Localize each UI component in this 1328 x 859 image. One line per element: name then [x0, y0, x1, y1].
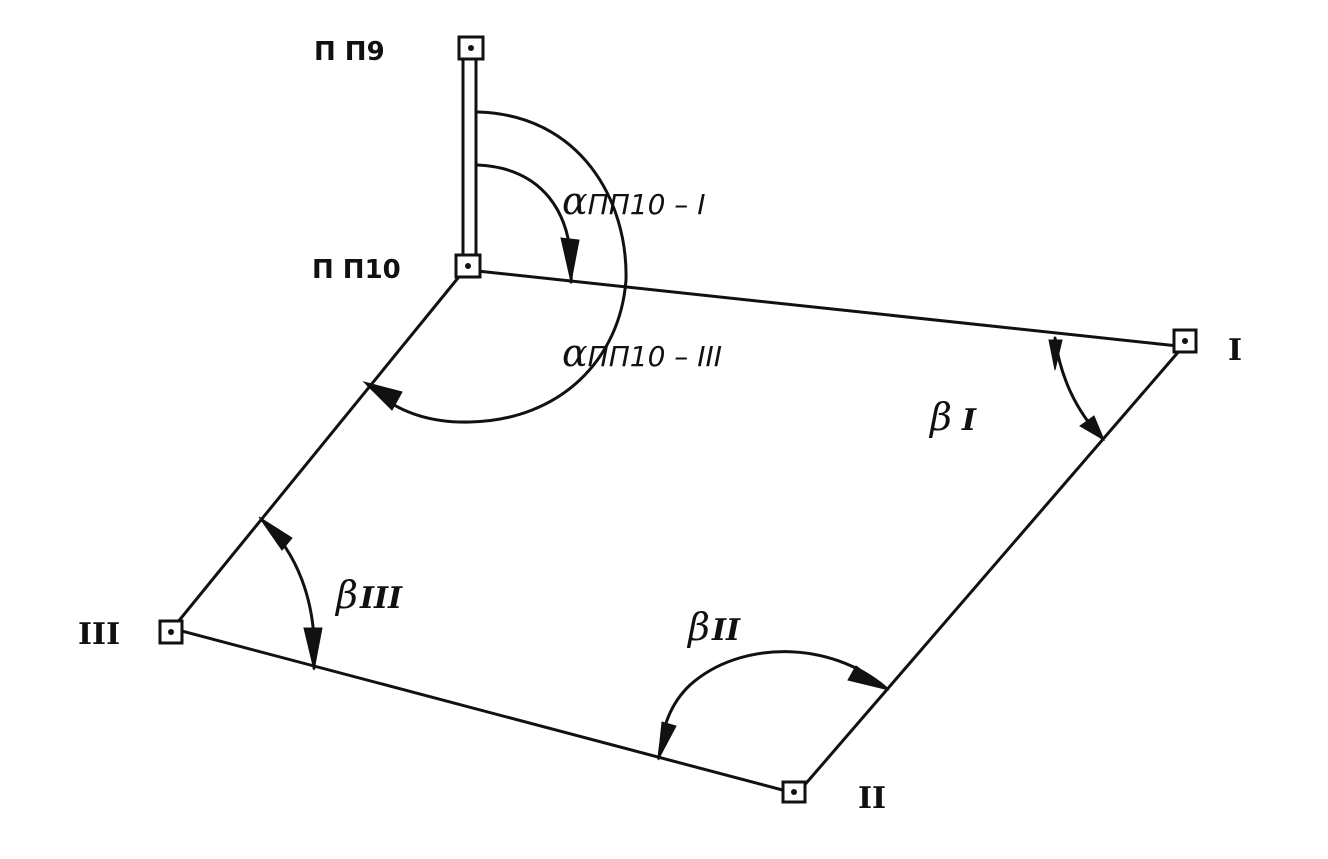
label-pp10: П П10	[312, 255, 401, 285]
marker-point-3	[158, 619, 184, 645]
alpha-pp10-1-subscript: ПП10 – I	[588, 188, 706, 221]
beta-3-subscript: III	[359, 581, 403, 616]
label-pp9: П П9	[314, 37, 385, 67]
label-alpha-pp10-3: αПП10 – III	[562, 331, 722, 375]
beta-symbol-1: β	[928, 395, 952, 439]
angle-arc-beta-1	[1048, 336, 1106, 442]
marker-point-1	[1172, 328, 1198, 354]
angle-arc-alpha-pp10-3	[362, 110, 628, 424]
marker-point-2	[781, 780, 807, 804]
label-point-3: III	[78, 617, 120, 652]
marker-pp9	[457, 35, 485, 61]
beta-symbol-3: β	[334, 573, 358, 617]
side-3-pp10	[171, 276, 460, 630]
beta-symbol-2: β	[686, 605, 710, 649]
label-alpha-pp10-1: αПП10 – I	[562, 179, 705, 223]
label-beta-3: βIII	[334, 573, 403, 617]
side-2-3	[176, 628, 792, 794]
side-pp10-1	[466, 268, 1180, 348]
label-point-2: II	[858, 781, 886, 816]
angle-arc-beta-3	[258, 516, 323, 671]
beta-2-subscript: II	[711, 613, 741, 648]
traverse-polygon	[171, 268, 1182, 794]
label-beta-2: βII	[686, 605, 741, 649]
alpha-symbol: α	[562, 179, 588, 223]
beta-1-subscript: I	[961, 403, 977, 438]
alpha-symbol-2: α	[562, 331, 588, 375]
baseline-pp9-pp10	[461, 53, 478, 264]
label-point-1: I	[1228, 333, 1242, 368]
angle-arc-beta-2	[657, 650, 890, 761]
side-1-2	[800, 348, 1182, 790]
marker-pp10	[454, 253, 482, 279]
alpha-pp10-3-subscript: ПП10 – III	[588, 340, 722, 373]
angle-arc-alpha-pp10-1	[476, 163, 580, 284]
